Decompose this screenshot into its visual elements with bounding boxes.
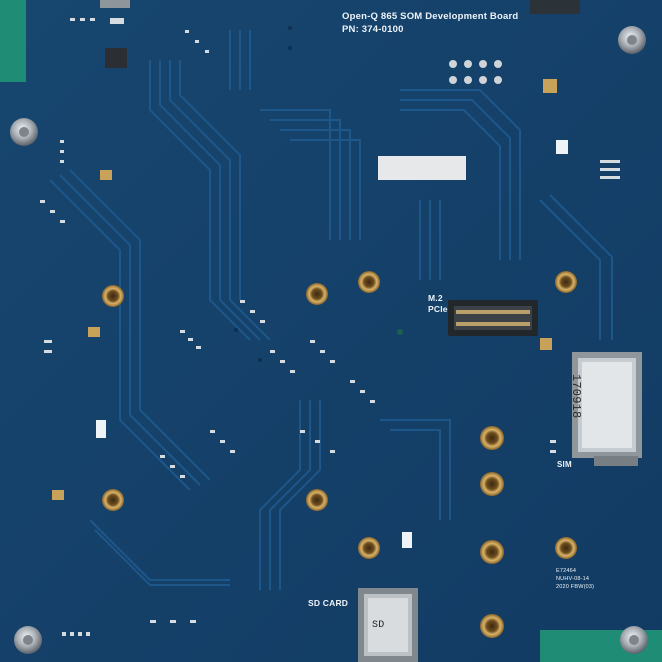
pcb-traces [49,30,613,590]
silkscreen-code-3: 2020 FBW(03) [556,584,595,590]
pcie-label: PCIe [428,304,448,314]
sim-socket-marking: 170918 [569,374,583,419]
header-pads [449,60,502,84]
vias [234,26,403,362]
part-number: PN: 374-0100 [342,24,404,35]
label-sticker [378,156,466,180]
mounting-holes [102,271,577,638]
sd-card-socket [358,588,418,662]
corner-standoffs [10,26,648,654]
board-title: Open-Q 865 SOM Development Board [342,11,519,22]
silkscreen-code-2: NUHV-08-14 [556,576,590,582]
corner-copper-top-left [0,0,26,82]
m2-label: M.2 [428,293,443,303]
sim-socket [572,352,642,466]
top-edge-connector [530,0,580,14]
sd-card-label: SD CARD [308,598,349,608]
sim-label: SIM [557,460,572,469]
sd-socket-marking: SD [372,620,385,631]
m2-pcie-slot [448,300,552,350]
usb-connector [100,0,130,8]
smd-components [40,18,620,636]
silkscreen-code-1: E72464 [556,568,577,574]
